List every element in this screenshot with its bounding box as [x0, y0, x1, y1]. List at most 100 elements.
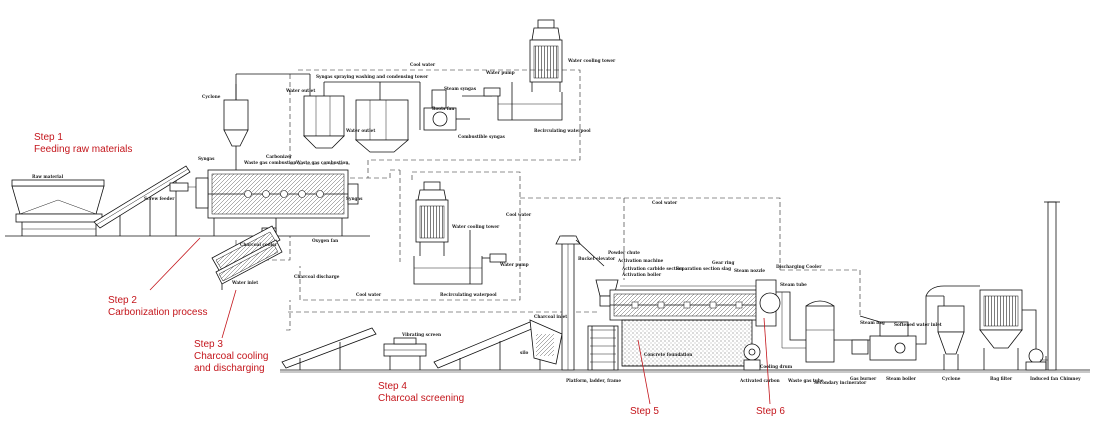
carbonizer: [195, 169, 359, 237]
label-water-pump-mid: Water pump: [499, 262, 529, 267]
label-bag-filter: Bag filter: [990, 376, 1013, 381]
label-waste-gas-tube: Waste gas tube: [787, 378, 824, 383]
platform-ladder: [587, 325, 619, 371]
label-screw-feeder: Screw feeder: [144, 196, 175, 201]
label-waste-gas-left: Waste gas combustion: [243, 160, 296, 165]
step-3-number: Step 3: [194, 339, 223, 350]
label-cool-water-top: Cool water: [410, 62, 436, 67]
step-3-text-1: Charcoal cooling: [194, 351, 269, 362]
roots-fan: [419, 82, 492, 131]
step-3-label: Step 3 Charcoal cooling and discharging: [194, 289, 269, 374]
step-5-leader: [637, 339, 651, 405]
dashed-piping-top: [235, 69, 581, 261]
dashed-piping-mid: [286, 170, 781, 331]
cooling-drum: [743, 343, 761, 371]
label-cool-water-right: Cool water: [652, 200, 678, 205]
label-cyclone-right: Cyclone: [942, 376, 961, 381]
induced-fan: [1025, 348, 1047, 371]
label-water-inlet: Water inlet: [231, 280, 258, 285]
label-water-outlet-1: Water outlet: [285, 88, 315, 93]
label-syngas-mid: Syngas: [346, 196, 363, 201]
dashed-piping-right: [623, 198, 861, 316]
label-combustible-syngas: Combustible syngas: [458, 134, 506, 139]
step-6-label: Step 6: [756, 317, 785, 417]
label-powder-chute: Powder chute: [608, 250, 640, 255]
step-3-text-2: and discharging: [194, 363, 265, 374]
gas-duct-right: [916, 285, 980, 345]
charcoal-conveyor-1: [281, 327, 377, 370]
label-raw-material: Raw material: [32, 174, 64, 179]
step-4-text: Charcoal screening: [378, 393, 464, 404]
label-steam-bag: Steam bag: [860, 320, 885, 325]
syngas-ducts: [235, 73, 311, 100]
label-activation-sub2: Activation boiler: [621, 272, 662, 277]
feeding-conveyor: [93, 165, 210, 236]
label-steam-nozzle: Steam nozzle: [734, 268, 765, 273]
step-1-label: Step 1 Feeding raw materials: [34, 132, 132, 155]
label-softened-water-inlet: Softened water inlet: [894, 322, 942, 327]
step-2-label: Step 2 Carbonization process: [108, 237, 208, 318]
label-silo: silo: [520, 350, 529, 355]
secondary-incinerator: [776, 291, 835, 363]
step-1-text: Feeding raw materials: [34, 144, 132, 155]
label-charcoal-discharge: Charcoal discharge: [294, 274, 340, 279]
label-induced-fan: Induced fan: [1030, 376, 1058, 381]
label-charcoal-cooler: Charcoal cooler: [240, 242, 278, 247]
vibrating-screen: [383, 337, 427, 370]
label-cooling-drum: Cooling drum: [760, 364, 793, 369]
label-vibrating-screen: Vibrating screen: [401, 332, 441, 337]
label-steam-tube: Steam tube: [780, 282, 807, 287]
label-syngas-tower: Syngas spraying washing and condensing t…: [316, 74, 429, 79]
water-cooling-tower-top: [529, 19, 563, 92]
silo: [529, 319, 563, 370]
mid-waterpool: [413, 230, 507, 285]
label-water-cooling-tower-mid: Water cooling tower: [451, 224, 500, 229]
component-labels: Raw material Screw feeder Cyclone Syngas…: [32, 58, 1081, 385]
label-syngas-left: Syngas: [198, 156, 215, 161]
raw-material-hopper: [11, 179, 105, 236]
charcoal-conveyor-2: [433, 321, 535, 370]
step-6-leader: [763, 317, 771, 405]
bag-filter: [979, 289, 1037, 370]
step-4-number: Step 4: [378, 381, 407, 392]
water-cooling-tower-mid: [415, 181, 449, 256]
concrete-foundation: [621, 319, 753, 367]
top-waterpool: [483, 82, 563, 121]
label-charcoal-inlet: Charcoal inlet: [534, 314, 567, 319]
ground-lines: [5, 235, 1090, 373]
label-oxygen-fan: Oxygen fan: [312, 238, 338, 243]
chimney: [1040, 201, 1060, 371]
label-steam-boiler: Steam boiler: [886, 376, 917, 381]
step-2-leader: [149, 237, 201, 291]
step-5-number: Step 5: [630, 406, 659, 417]
bucket-elevator: [555, 235, 605, 371]
label-platform: Platform, ladder, frame: [566, 378, 621, 383]
steam-boiler: [834, 315, 917, 361]
step-5-label: Step 5: [630, 339, 659, 417]
step-4-label: Step 4 Charcoal screening: [378, 381, 464, 404]
label-activation-machine: Activation machine: [617, 258, 664, 263]
label-water-cooling-tower-top: Water cooling tower: [567, 58, 616, 63]
label-gas-burner: Gas burner: [850, 376, 877, 381]
label-discharging-cooler: Discharging Cooler: [776, 264, 822, 269]
label-cool-water-bottom: Cool water: [356, 292, 382, 297]
step-6-number: Step 6: [756, 406, 785, 417]
label-carbonizer: Carbonizer: [266, 154, 293, 159]
step-3-leader: [221, 289, 237, 339]
label-gear-ring: Gear ring: [712, 260, 734, 265]
label-cyclone-top: Cyclone: [202, 94, 221, 99]
charcoal-cooler: [211, 225, 283, 290]
label-water-outlet-2: Water outlet: [345, 128, 375, 133]
step-1-number: Step 1: [34, 132, 63, 143]
label-chimney: Chimney: [1060, 376, 1081, 381]
label-steam-syngas: Steam syngas: [444, 86, 477, 91]
cyclone-right: [937, 296, 965, 370]
label-recirculating-waterpool-mid: Recirculating waterpool: [440, 292, 497, 297]
syngas-washing-towers: [303, 81, 420, 153]
label-separation-section: Separation section slag: [676, 266, 731, 271]
step-2-text: Carbonization process: [108, 307, 208, 318]
step-2-number: Step 2: [108, 295, 137, 306]
label-waste-gas-mid: Waste gas combustion: [295, 160, 348, 165]
